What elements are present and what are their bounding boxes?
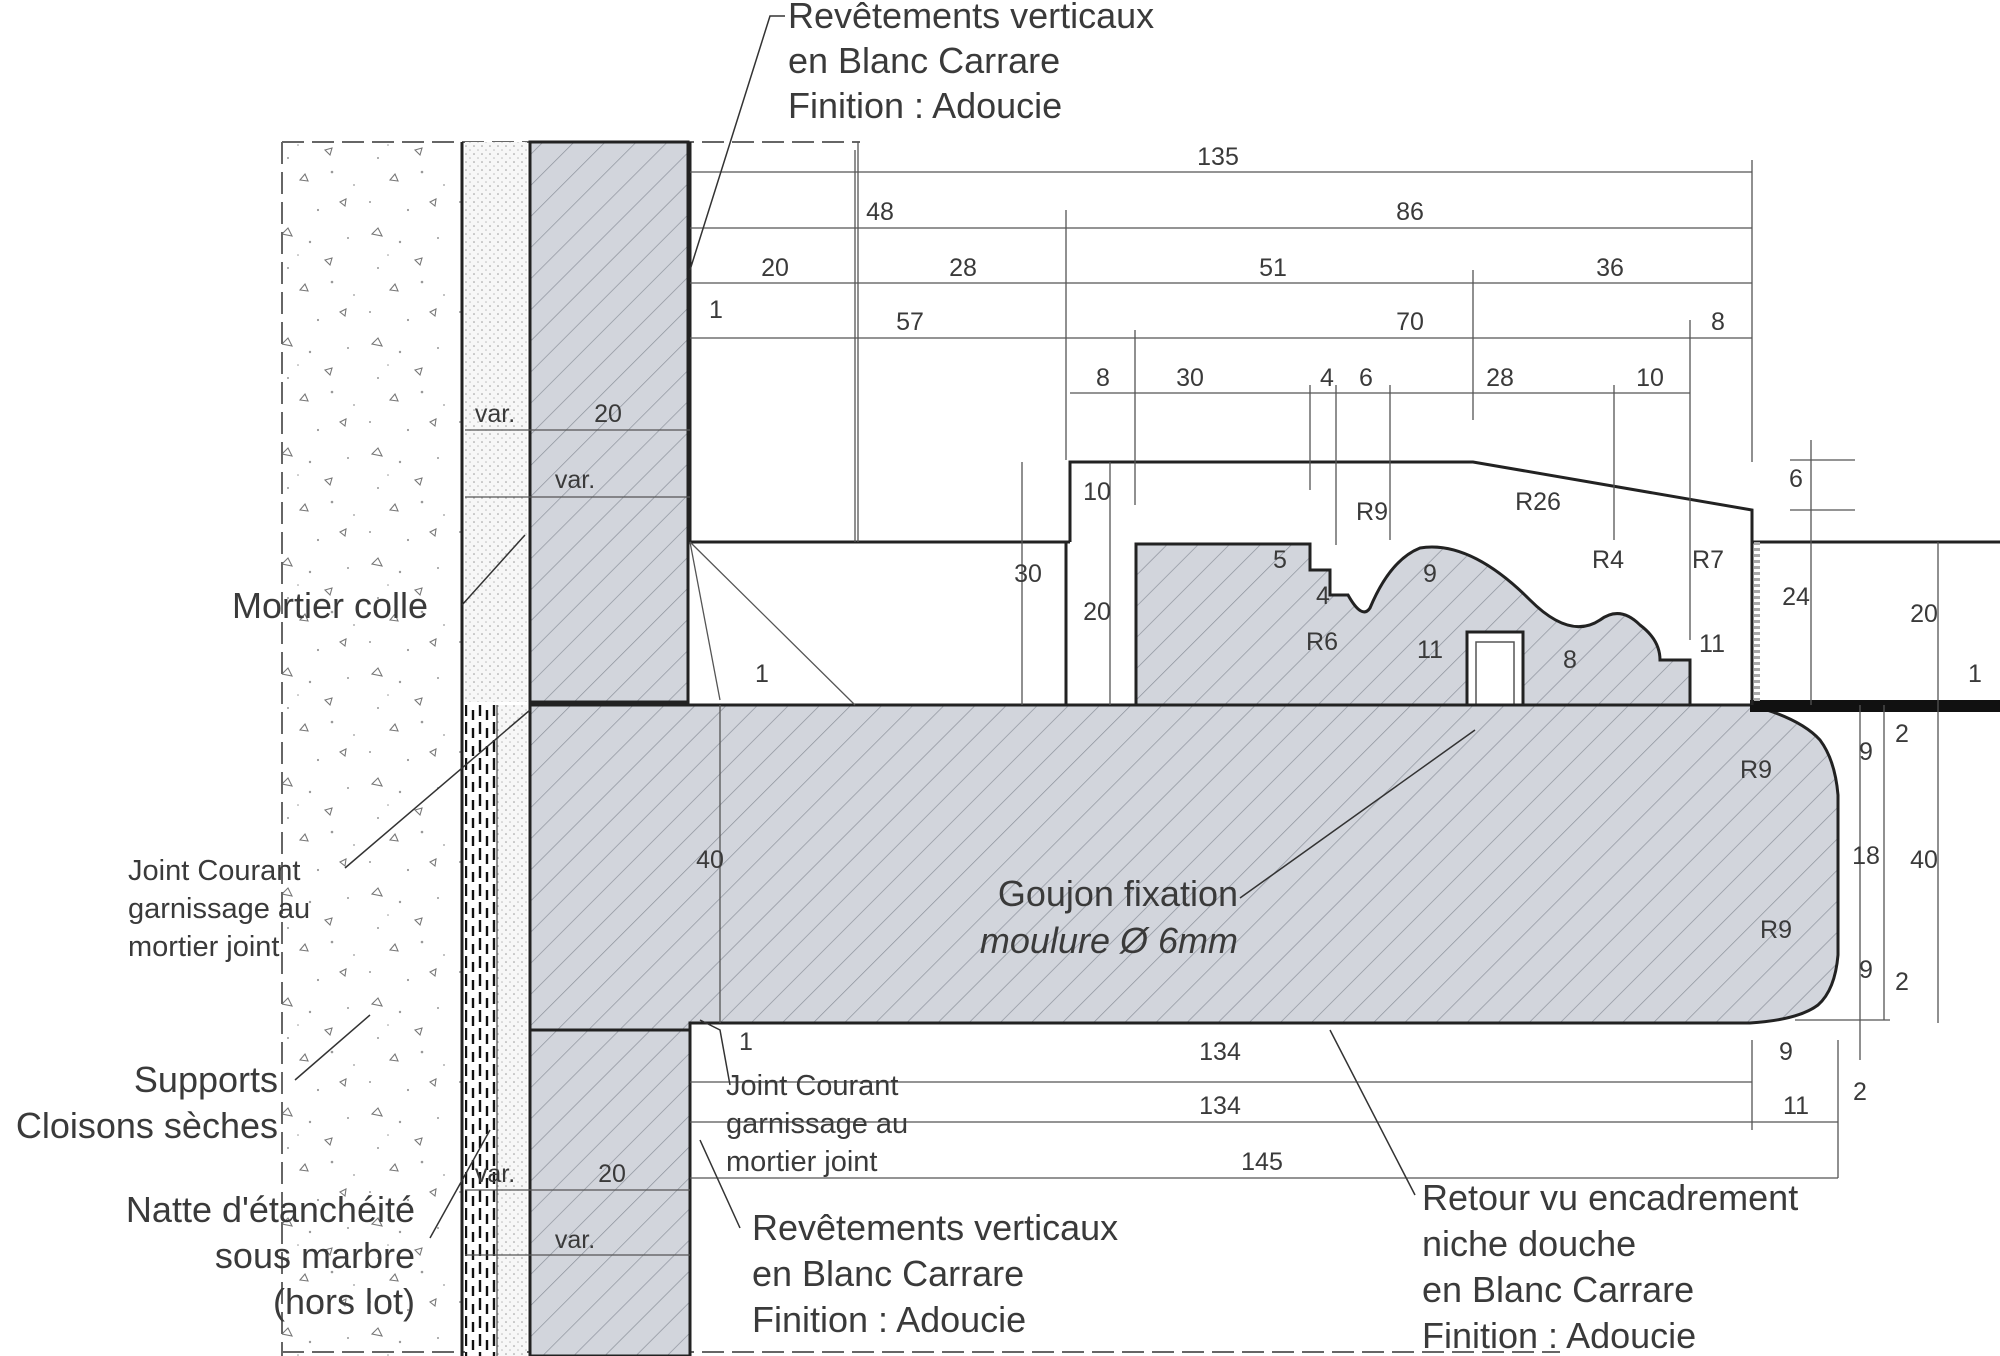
cladding-upper bbox=[528, 140, 690, 704]
dim-var2: var. bbox=[555, 466, 595, 494]
frame-return bbox=[528, 703, 1840, 1032]
dim-40a: 40 bbox=[696, 846, 724, 874]
dim-10b: 10 bbox=[1083, 478, 1111, 506]
dim-28a: 28 bbox=[949, 254, 977, 282]
dim-134a: 134 bbox=[1199, 1038, 1241, 1066]
label-supports-1: Supports bbox=[134, 1059, 278, 1100]
dim-var4: var. bbox=[555, 1226, 595, 1254]
dim-2c: 2 bbox=[1853, 1078, 1867, 1106]
label-top-cladding-2: en Blanc Carrare bbox=[788, 40, 1060, 81]
dim-51: 51 bbox=[1259, 254, 1287, 282]
dim-20e: 20 bbox=[598, 1160, 626, 1188]
dim-18: 18 bbox=[1852, 842, 1880, 870]
label-retour-2: niche douche bbox=[1422, 1223, 1636, 1264]
support-wall bbox=[281, 141, 1560, 1356]
dim-4a: 4 bbox=[1320, 364, 1334, 392]
label-retour-1: Retour vu encadrement bbox=[1422, 1177, 1798, 1218]
dim-20a: 20 bbox=[761, 254, 789, 282]
radius-r7: R7 bbox=[1692, 546, 1724, 574]
label-natte-3: (hors lot) bbox=[273, 1281, 415, 1322]
dim-9c: 9 bbox=[1859, 956, 1873, 984]
dim-135: 135 bbox=[1197, 143, 1239, 171]
mortar-strip-upper bbox=[465, 142, 527, 702]
radius-r4: R4 bbox=[1592, 546, 1624, 574]
dim-8a: 8 bbox=[1711, 308, 1725, 336]
dim-9a: 9 bbox=[1423, 560, 1437, 588]
dim-9b: 9 bbox=[1859, 738, 1873, 766]
dim-24: 24 bbox=[1782, 583, 1810, 611]
label-joint-bottom-2: garnissage au bbox=[726, 1108, 908, 1140]
label-bottom-cladding-3: Finition : Adoucie bbox=[752, 1299, 1026, 1340]
label-goujon-2: moulure Ø 6mm bbox=[980, 920, 1238, 961]
dim-20c: 20 bbox=[1083, 598, 1111, 626]
dim-36: 36 bbox=[1596, 254, 1624, 282]
label-natte-2: sous marbre bbox=[215, 1235, 415, 1276]
label-joint-left-2: garnissage au bbox=[128, 893, 310, 925]
dim-30b: 30 bbox=[1014, 560, 1042, 588]
radius-r9a: R9 bbox=[1356, 498, 1388, 526]
leader-lines bbox=[294, 15, 1476, 1239]
label-natte-1: Natte d'étanchéité bbox=[126, 1189, 415, 1230]
dim-11a: 11 bbox=[1417, 636, 1443, 664]
label-joint-bottom-3: mortier joint bbox=[726, 1146, 878, 1178]
dim-1a: 1 bbox=[709, 296, 723, 324]
dim-40b: 40 bbox=[1910, 846, 1938, 874]
membrane-strip bbox=[465, 705, 497, 1356]
dim-6a: 6 bbox=[1359, 364, 1373, 392]
dim-1d: 1 bbox=[739, 1028, 753, 1056]
dim-2b: 2 bbox=[1895, 968, 1909, 996]
radius-r9b: R9 bbox=[1740, 756, 1772, 784]
dim-20b: 20 bbox=[594, 400, 622, 428]
cladding-lower bbox=[528, 1028, 692, 1356]
label-joint-left-3: mortier joint bbox=[128, 931, 280, 963]
dim-11c: 11 bbox=[1783, 1092, 1809, 1120]
dim-28b: 28 bbox=[1486, 364, 1514, 392]
label-bottom-cladding-1: Revêtements verticaux bbox=[752, 1207, 1118, 1248]
dim-145: 145 bbox=[1241, 1148, 1283, 1176]
label-top-cladding-3: Finition : Adoucie bbox=[788, 85, 1062, 126]
label-joint-left-1: Joint Courant bbox=[128, 855, 301, 887]
dimension-lines bbox=[465, 150, 1939, 1256]
radius-r6: R6 bbox=[1306, 628, 1338, 656]
label-supports-2: Cloisons sèches bbox=[16, 1105, 278, 1146]
dim-30a: 30 bbox=[1176, 364, 1204, 392]
dim-1b: 1 bbox=[755, 660, 769, 688]
label-top-cladding-1: Revêtements verticaux bbox=[788, 0, 1154, 36]
dim-8c: 8 bbox=[1563, 646, 1577, 674]
dim-2a: 2 bbox=[1895, 720, 1909, 748]
mortar-strip-lower bbox=[497, 705, 527, 1356]
label-joint-bottom-1: Joint Courant bbox=[726, 1070, 899, 1102]
dim-4b: 4 bbox=[1316, 582, 1330, 610]
dim-11b: 11 bbox=[1699, 630, 1725, 658]
dim-57: 57 bbox=[896, 308, 924, 336]
moulding-profile bbox=[1134, 542, 1692, 707]
label-retour-4: Finition : Adoucie bbox=[1422, 1315, 1696, 1356]
dim-6b: 6 bbox=[1789, 465, 1803, 493]
label-goujon-1: Goujon fixation bbox=[998, 873, 1238, 914]
dim-5: 5 bbox=[1273, 546, 1287, 574]
radius-r9c: R9 bbox=[1760, 916, 1792, 944]
dim-1c: 1 bbox=[1968, 660, 1982, 688]
dim-var3: var. bbox=[475, 1160, 515, 1188]
label-bottom-cladding-2: en Blanc Carrare bbox=[752, 1253, 1024, 1294]
label-retour-3: en Blanc Carrare bbox=[1422, 1269, 1694, 1310]
dim-8b: 8 bbox=[1096, 364, 1110, 392]
label-mortier-colle: Mortier colle bbox=[232, 585, 428, 626]
dim-48: 48 bbox=[866, 198, 894, 226]
dim-9d: 9 bbox=[1779, 1038, 1793, 1066]
dim-70: 70 bbox=[1396, 308, 1424, 336]
dim-20d: 20 bbox=[1910, 600, 1938, 628]
dim-10a: 10 bbox=[1636, 364, 1664, 392]
radius-r26: R26 bbox=[1515, 488, 1561, 516]
dimension-values: 135 48 86 20 28 51 36 1 57 70 8 8 30 4 6… bbox=[475, 143, 1982, 1254]
dim-134b: 134 bbox=[1199, 1092, 1241, 1120]
dim-var1: var. bbox=[475, 400, 515, 428]
dim-86: 86 bbox=[1396, 198, 1424, 226]
